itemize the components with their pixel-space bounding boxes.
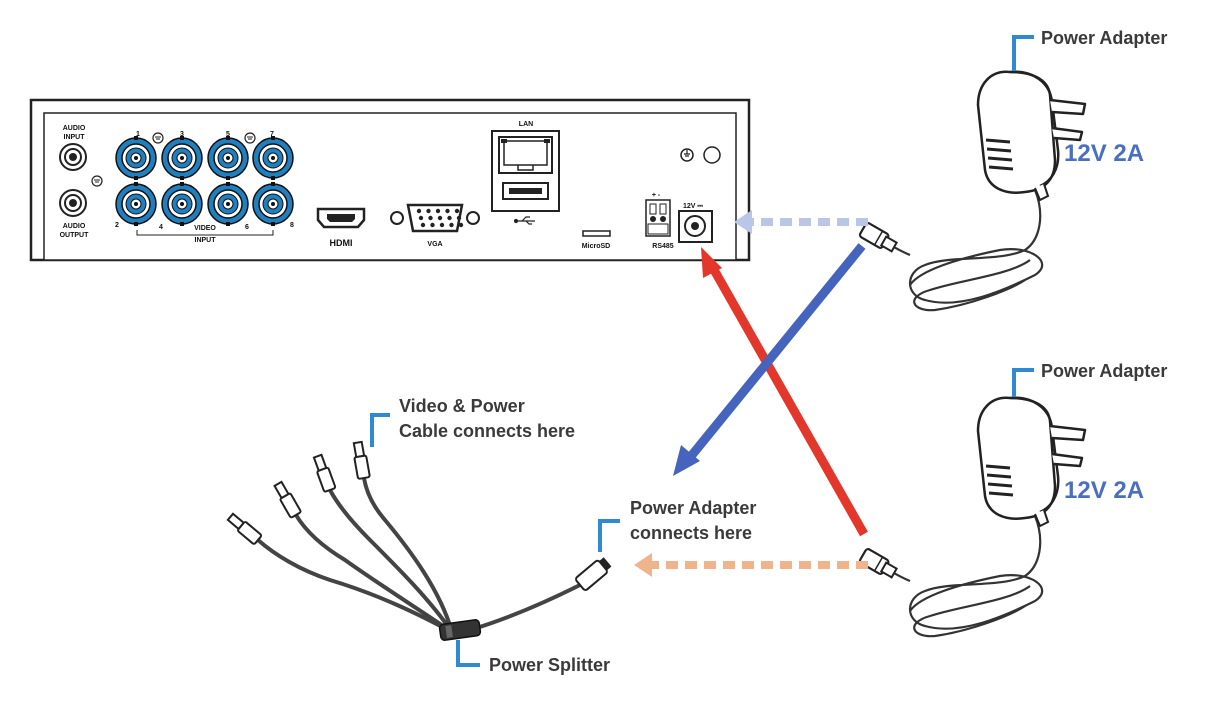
audio-output-jack [59, 189, 87, 217]
rs485-label: RS485 [652, 243, 674, 250]
red-arrow-to-dvr-power [709, 265, 868, 537]
adapter-dc-plug [858, 222, 898, 253]
adapter-label-top: Power Adapter [1041, 28, 1167, 48]
spec-label-top: 12V 2A [1064, 140, 1144, 167]
audio-output-label-1: AUDIO [63, 223, 86, 230]
video-input-label-2: INPUT [195, 237, 217, 244]
dvr-rear-panel: AUDIO INPUT AUDIO OUTPUT 1 3 5 7 2 4 6 8 [29, 98, 751, 262]
adapter-dc-plug [858, 548, 898, 579]
dvr-inner-panel [43, 112, 737, 261]
ground-terminal-icon [680, 148, 694, 162]
channel-number: 4 [159, 224, 163, 231]
audio-input-jack [59, 143, 87, 171]
ground-screw [703, 146, 721, 164]
adapter-cord [881, 189, 1044, 312]
adapter-body [976, 70, 1087, 202]
bnc-video-connector [252, 182, 294, 226]
usb-icon [513, 216, 535, 225]
bnc-video-connector [115, 182, 157, 226]
video-power-label-1: Video & Power [399, 396, 525, 416]
dc-male-plug [312, 453, 337, 493]
callout-adapter-top: Power Adapter [1012, 28, 1167, 71]
channel-number: 7 [270, 131, 274, 138]
hdmi-port [316, 207, 366, 229]
channel-number: 8 [290, 222, 294, 229]
callout-adapter-connects: Power Adapter connects here [598, 498, 756, 552]
dc-male-plug [226, 512, 263, 545]
channel-number: 3 [180, 131, 184, 138]
bnc-video-connector [115, 136, 157, 180]
vga-port [390, 203, 480, 233]
adapter-cord [881, 515, 1044, 638]
channel-number: 1 [136, 131, 140, 138]
callout-video-power: Video & Power Cable connects here [370, 396, 575, 447]
bnc-video-connector [207, 182, 249, 226]
channel-number: 6 [245, 224, 249, 231]
ground-symbol-icon [152, 132, 164, 144]
video-input-label-1: VIDEO [194, 225, 216, 232]
blue-arrowhead [673, 445, 700, 476]
vga-label: VGA [427, 241, 442, 248]
video-power-label-2: Cable connects here [399, 421, 575, 441]
bnc-video-connector [207, 136, 249, 180]
channel-number: 2 [115, 222, 119, 229]
adapter-connects-label-1: Power Adapter [630, 498, 756, 518]
adapter-body [976, 396, 1087, 528]
adapter-connects-label-2: connects here [630, 523, 752, 543]
audio-input-label-1: AUDIO [63, 125, 86, 132]
dc-female-socket [575, 557, 612, 591]
power-adapter-top [858, 70, 1087, 312]
microsd-slot [582, 230, 611, 237]
lan-label: LAN [519, 121, 533, 128]
channel-number: 5 [226, 131, 230, 138]
power-splitter-cable [256, 476, 582, 634]
rs485-terminal [645, 199, 671, 237]
ground-symbol-icon [91, 175, 103, 187]
dc-power-input-jack [678, 210, 713, 243]
ground-symbol-icon [244, 132, 256, 144]
callout-power-splitter: Power Splitter [456, 640, 610, 675]
bnc-video-connector [161, 182, 203, 226]
spec-label-bottom: 12V 2A [1064, 477, 1144, 504]
bnc-video-connector [161, 136, 203, 180]
power-adapter-bottom [858, 396, 1087, 638]
blue-arrow-to-splitter [688, 243, 866, 458]
dotted-arrowhead-to-splitter [634, 553, 652, 577]
dc-input-label: 12V ⎓ [683, 203, 703, 210]
hdmi-label: HDMI [330, 238, 353, 248]
video-input-bracket [136, 230, 274, 236]
audio-output-label-2: OUTPUT [60, 232, 90, 239]
rs485-polarity-label: + - [652, 192, 661, 199]
callout-adapter-bottom: Power Adapter [1012, 361, 1167, 397]
audio-input-label-2: INPUT [64, 134, 86, 141]
video-input-bnc-grid [115, 136, 294, 226]
red-arrowhead [701, 247, 722, 278]
power-splitter-label: Power Splitter [489, 655, 610, 675]
dc-male-plug [352, 440, 371, 480]
usb-port [502, 182, 549, 200]
dc-male-plug [273, 480, 302, 519]
splitter-junction [438, 619, 482, 641]
microsd-label: MicroSD [582, 243, 610, 250]
adapter-label-bottom: Power Adapter [1041, 361, 1167, 381]
dotted-arrowhead-to-dvr [734, 210, 752, 234]
lan-port [498, 136, 553, 174]
bnc-video-connector [252, 136, 294, 180]
